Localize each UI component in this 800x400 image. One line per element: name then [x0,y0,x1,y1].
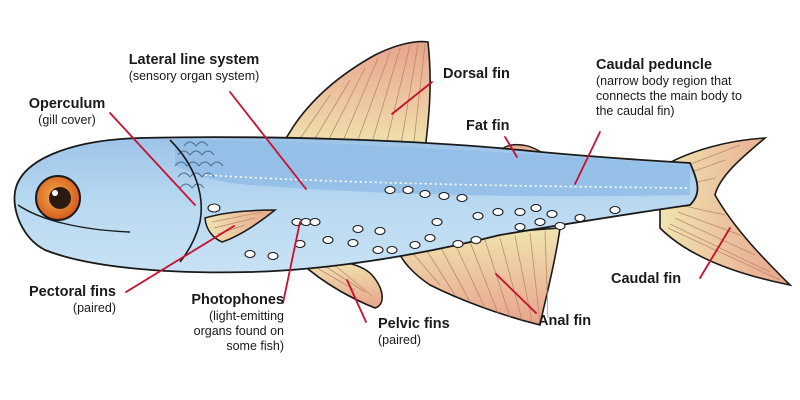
label-operculum: Operculum (gill cover) [12,96,122,128]
photophones-sub2: organs found on [193,323,284,338]
dorsal-fin-title: Dorsal fin [443,66,510,82]
photophones-sub1: (light-emitting [208,309,284,324]
fish-body [13,136,699,274]
leader-pelvic-fins [346,279,367,323]
caudal-peduncle-sub3: the caudal fin) [596,103,675,118]
caudal-peduncle-sub2: connects the main body to [596,88,742,103]
leader-pectoral-fins [125,225,235,293]
label-caudal-peduncle: Caudal peduncle (narrow body region that… [596,57,796,118]
lateral-line [204,174,691,189]
caudal-peduncle-title: Caudal peduncle [596,57,713,73]
caudal-peduncle-sub1: (narrow body region that [596,74,732,89]
eye [35,175,81,221]
leader-photophones [282,221,301,304]
pelvic-fins-title: Pelvic fins [378,316,450,332]
lateral-line-title: Lateral line system [128,52,260,68]
leader-dorsal-fin [391,81,433,115]
leader-caudal-fin [699,227,731,279]
leader-fat-fin [504,136,518,158]
dorsal-fin [280,40,431,151]
anal-fin-title: Anal fin [538,313,592,329]
operculum-title: Operculum [28,96,106,112]
leader-operculum [109,112,196,206]
pectoral-fins-sub: (paired) [72,301,116,316]
leader-lateral-line [229,91,307,190]
label-fat-fin: Fat fin [466,118,510,135]
label-pectoral-fins: Pectoral fins (paired) [4,284,116,316]
caudal-fin [659,137,793,287]
label-anal-fin: Anal fin [538,313,591,330]
label-dorsal-fin: Dorsal fin [443,66,510,83]
lateral-line-sub: (sensory organ system) [128,69,260,84]
leader-caudal-peduncle [574,131,601,185]
photophones-sub3: some fish) [226,338,284,353]
label-lateral-line: Lateral line system (sensory organ syste… [104,52,284,84]
scales-pattern [174,141,224,189]
fat-fin-title: Fat fin [466,118,510,134]
leader-lines [109,81,731,323]
label-pelvic-fins: Pelvic fins (paired) [378,316,450,348]
label-caudal-fin: Caudal fin [611,271,681,288]
pectoral-fins-title: Pectoral fins [28,284,116,300]
photophores [207,185,621,261]
photophones-title: Photophones [191,292,284,308]
operculum-sub: (gill cover) [38,113,96,128]
pelvic-fins-sub: (paired) [378,333,422,348]
label-photophones: Photophones (light-emitting organs found… [160,292,284,353]
leader-anal-fin [495,273,537,314]
caudal-fin-title: Caudal fin [611,271,682,287]
